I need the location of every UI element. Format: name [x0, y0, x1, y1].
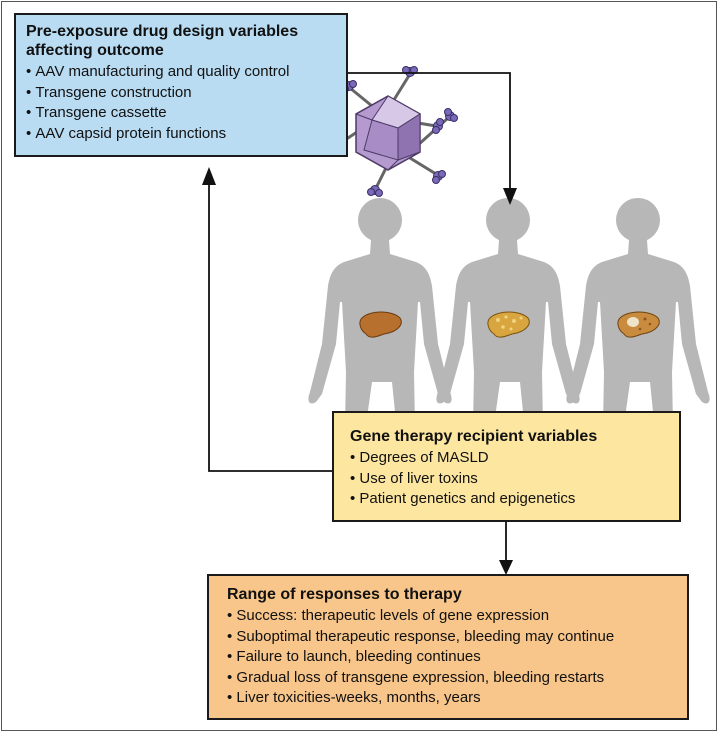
liver-icon [359, 311, 402, 338]
pre-exposure-list: AAV manufacturing and quality control Tr… [26, 62, 336, 144]
person-fatty-liver [436, 198, 580, 482]
list-item: Patient genetics and epigenetics [350, 489, 663, 510]
recipient-variables-box: Gene therapy recipient variables Degrees… [332, 411, 681, 522]
list-item: AAV capsid protein functions [26, 124, 336, 145]
list-item: Use of liver toxins [350, 469, 663, 490]
aav-capsid-icon [326, 66, 458, 197]
list-item: Degrees of MASLD [350, 448, 663, 469]
pre-exposure-title: Pre-exposure drug design variables affec… [26, 22, 336, 60]
recipient-title: Gene therapy recipient variables [350, 428, 598, 445]
arrow-pre-to-patients [348, 72, 511, 190]
list-item: Gradual loss of transgene expression, bl… [227, 668, 669, 689]
pre-exposure-title-line1: Pre-exposure drug design variables [26, 23, 299, 40]
list-item: Failure to launch, bleeding continues [227, 647, 669, 668]
recipient-list: Degrees of MASLD Use of liver toxins Pat… [350, 448, 663, 510]
list-item: Success: therapeutic levels of gene expr… [227, 606, 669, 627]
responses-box: Range of responses to therapy Success: t… [207, 574, 689, 720]
pre-exposure-title-line2: affecting outcome [26, 42, 164, 59]
list-item: Transgene construction [26, 83, 336, 104]
liver-icon [617, 311, 660, 338]
responses-list: Success: therapeutic levels of gene expr… [227, 606, 669, 709]
list-item: Liver toxicities-weeks, months, years [227, 688, 669, 709]
responses-title: Range of responses to therapy [227, 586, 462, 603]
arrow-recipient-to-pre [208, 182, 332, 472]
list-item: Suboptimal therapeutic response, bleedin… [227, 627, 669, 648]
pre-exposure-box: Pre-exposure drug design variables affec… [14, 13, 348, 157]
list-item: AAV manufacturing and quality control [26, 62, 336, 83]
person-healthy [308, 198, 452, 482]
person-damaged-liver [566, 198, 710, 482]
list-item: Transgene cassette [26, 103, 336, 124]
